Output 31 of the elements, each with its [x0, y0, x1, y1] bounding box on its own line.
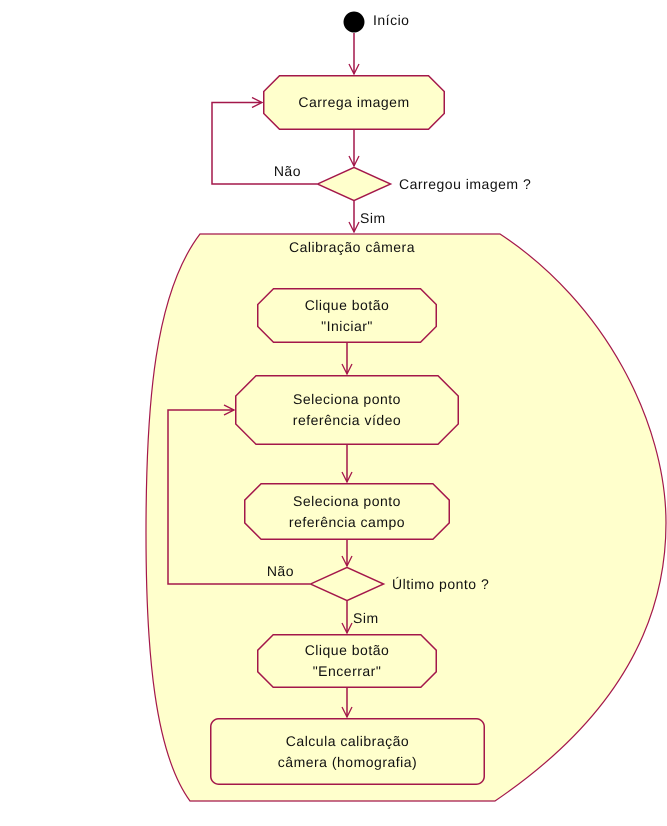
edge-label: Sim [360, 209, 386, 227]
arrow [341, 688, 353, 718]
action-label: Clique botão "Encerrar" [304, 641, 390, 681]
arrow [211, 96, 317, 185]
action-box [210, 718, 485, 785]
activity-region [145, 233, 667, 803]
start-label: Início [373, 11, 410, 29]
action-box [244, 483, 450, 540]
edge-label: Sim [353, 609, 379, 627]
action-label: Seleciona ponto referência campo [288, 492, 406, 532]
arrow [348, 33, 360, 75]
arrow [341, 601, 353, 634]
action-box [235, 375, 459, 445]
arrow [167, 404, 310, 585]
action-label: Calcula calibração câmera (homografia) [276, 732, 418, 772]
arrow [341, 343, 353, 375]
arrow [341, 540, 353, 567]
arrow [348, 130, 360, 167]
action-box [257, 634, 437, 688]
condition-label: Último ponto ? [392, 575, 490, 593]
condition-label: Carregou imagem ? [399, 175, 532, 193]
region-title: Calibração câmera [289, 238, 415, 257]
arrow [348, 201, 360, 233]
action-box [263, 75, 445, 130]
edge-label: Não [274, 162, 301, 180]
action-box [257, 288, 437, 343]
arrow [341, 445, 353, 483]
edge-label: Não [266, 562, 294, 580]
action-label: Carrega imagem [298, 93, 410, 112]
action-label: Clique botão "Iniciar" [304, 296, 390, 336]
action-label: Seleciona ponto referência vídeo [292, 390, 402, 430]
